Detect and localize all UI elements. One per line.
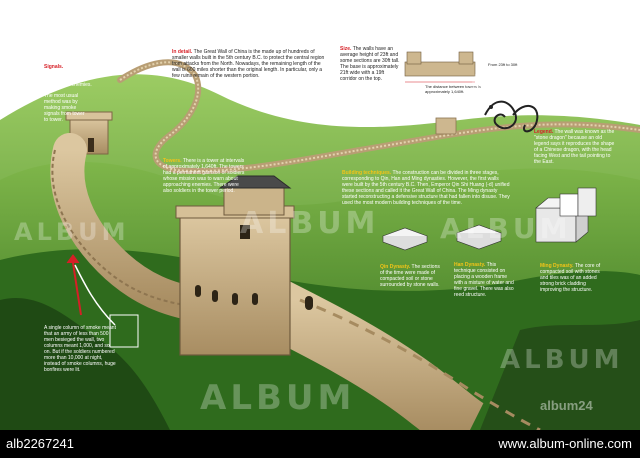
watermark: ALBUM bbox=[240, 206, 380, 241]
image-id: alb2267241 bbox=[6, 436, 74, 451]
legend-note: Legend. The wall was known as the "stone… bbox=[534, 129, 618, 165]
towers-note-body: There is a tower at intervals of approxi… bbox=[163, 158, 245, 194]
ming-note-body: The core of compacted soil with stones a… bbox=[540, 263, 601, 293]
legend-note-head: Legend. bbox=[534, 129, 554, 135]
watermark: ALBUM bbox=[468, 70, 592, 100]
near-wall-left bbox=[50, 133, 217, 322]
near-wall-battlements bbox=[299, 298, 541, 430]
size-diagram bbox=[404, 51, 476, 83]
qin-note: Qin Dynasty. The sections of the time we… bbox=[380, 264, 442, 288]
han-note-head: Han Dynasty. bbox=[454, 262, 486, 268]
forest-left bbox=[0, 298, 170, 430]
signals-note-head: Signals. bbox=[44, 64, 64, 70]
towers-note-head: Towers. bbox=[163, 158, 182, 164]
building-note-head: Building techniques. bbox=[342, 170, 392, 176]
qin-note-body: The sections of the time were made of co… bbox=[380, 264, 440, 288]
forest-right bbox=[480, 320, 640, 430]
han-sample bbox=[456, 224, 502, 250]
tower-roof bbox=[218, 175, 292, 189]
size-note-body: The walls have an average height of 23ft… bbox=[340, 46, 400, 82]
footer-bar: alb2267241 www.album-online.com bbox=[0, 430, 640, 458]
detail-note: In detail. The Great Wall of China is th… bbox=[172, 49, 330, 79]
legend-note-body: The wall was known as the "stone dragon"… bbox=[534, 129, 615, 165]
method-note: The most usual method was by making smok… bbox=[44, 93, 85, 123]
far-tower bbox=[435, 117, 457, 135]
watermark: ALBUM bbox=[200, 378, 356, 418]
building-note-body: The construction can be divided in three… bbox=[342, 170, 510, 206]
detail-note-body: The Great Wall of China is the made up o… bbox=[172, 49, 325, 79]
main-watchtower bbox=[179, 214, 291, 356]
smoke-note: A single column of smoke meant that an a… bbox=[44, 325, 116, 373]
watermark: ALBUM bbox=[500, 345, 624, 375]
distant-wall-crenels bbox=[119, 61, 640, 172]
han-note: Han Dynasty. This technique consisted on… bbox=[454, 262, 514, 298]
detail-note-head: In detail. bbox=[172, 49, 193, 55]
page-title: GREAT WALL OF CHINA bbox=[26, 10, 193, 26]
near-wall-right bbox=[246, 273, 485, 430]
size-note-head: Size. bbox=[340, 46, 352, 52]
towers-note: Towers. There is a tower at intervals of… bbox=[163, 158, 245, 194]
han-note-body: This technique consisted on placing a wo… bbox=[454, 262, 514, 298]
size-height-caption: From 23ft to 30ft bbox=[488, 62, 518, 67]
qin-sample bbox=[382, 227, 428, 251]
building-stages-sample bbox=[559, 187, 597, 217]
watermark: ALBUM bbox=[14, 218, 130, 246]
signals-note-body: Communication between the towers was ess… bbox=[44, 64, 100, 88]
building-note: Building techniques. The construction ca… bbox=[342, 170, 510, 206]
size-note: Size. The walls have an average height o… bbox=[340, 46, 402, 82]
ming-note: Ming Dynasty. The core of compacted soil… bbox=[540, 263, 604, 293]
album-badge: album24 bbox=[540, 398, 593, 413]
great-wall-illustration bbox=[0, 0, 640, 430]
dragon-icon bbox=[484, 100, 539, 133]
site-url[interactable]: www.album-online.com bbox=[498, 436, 632, 451]
signals-note: Signals. Communication between the tower… bbox=[44, 64, 100, 88]
watermark: ALBUM bbox=[440, 212, 572, 245]
qin-note-head: Qin Dynasty. bbox=[380, 264, 411, 270]
ming-note-head: Ming Dynasty. bbox=[540, 263, 574, 269]
size-distance-caption: The distance between towers is approxima… bbox=[425, 84, 482, 94]
smoke-signal-inset bbox=[66, 254, 139, 348]
